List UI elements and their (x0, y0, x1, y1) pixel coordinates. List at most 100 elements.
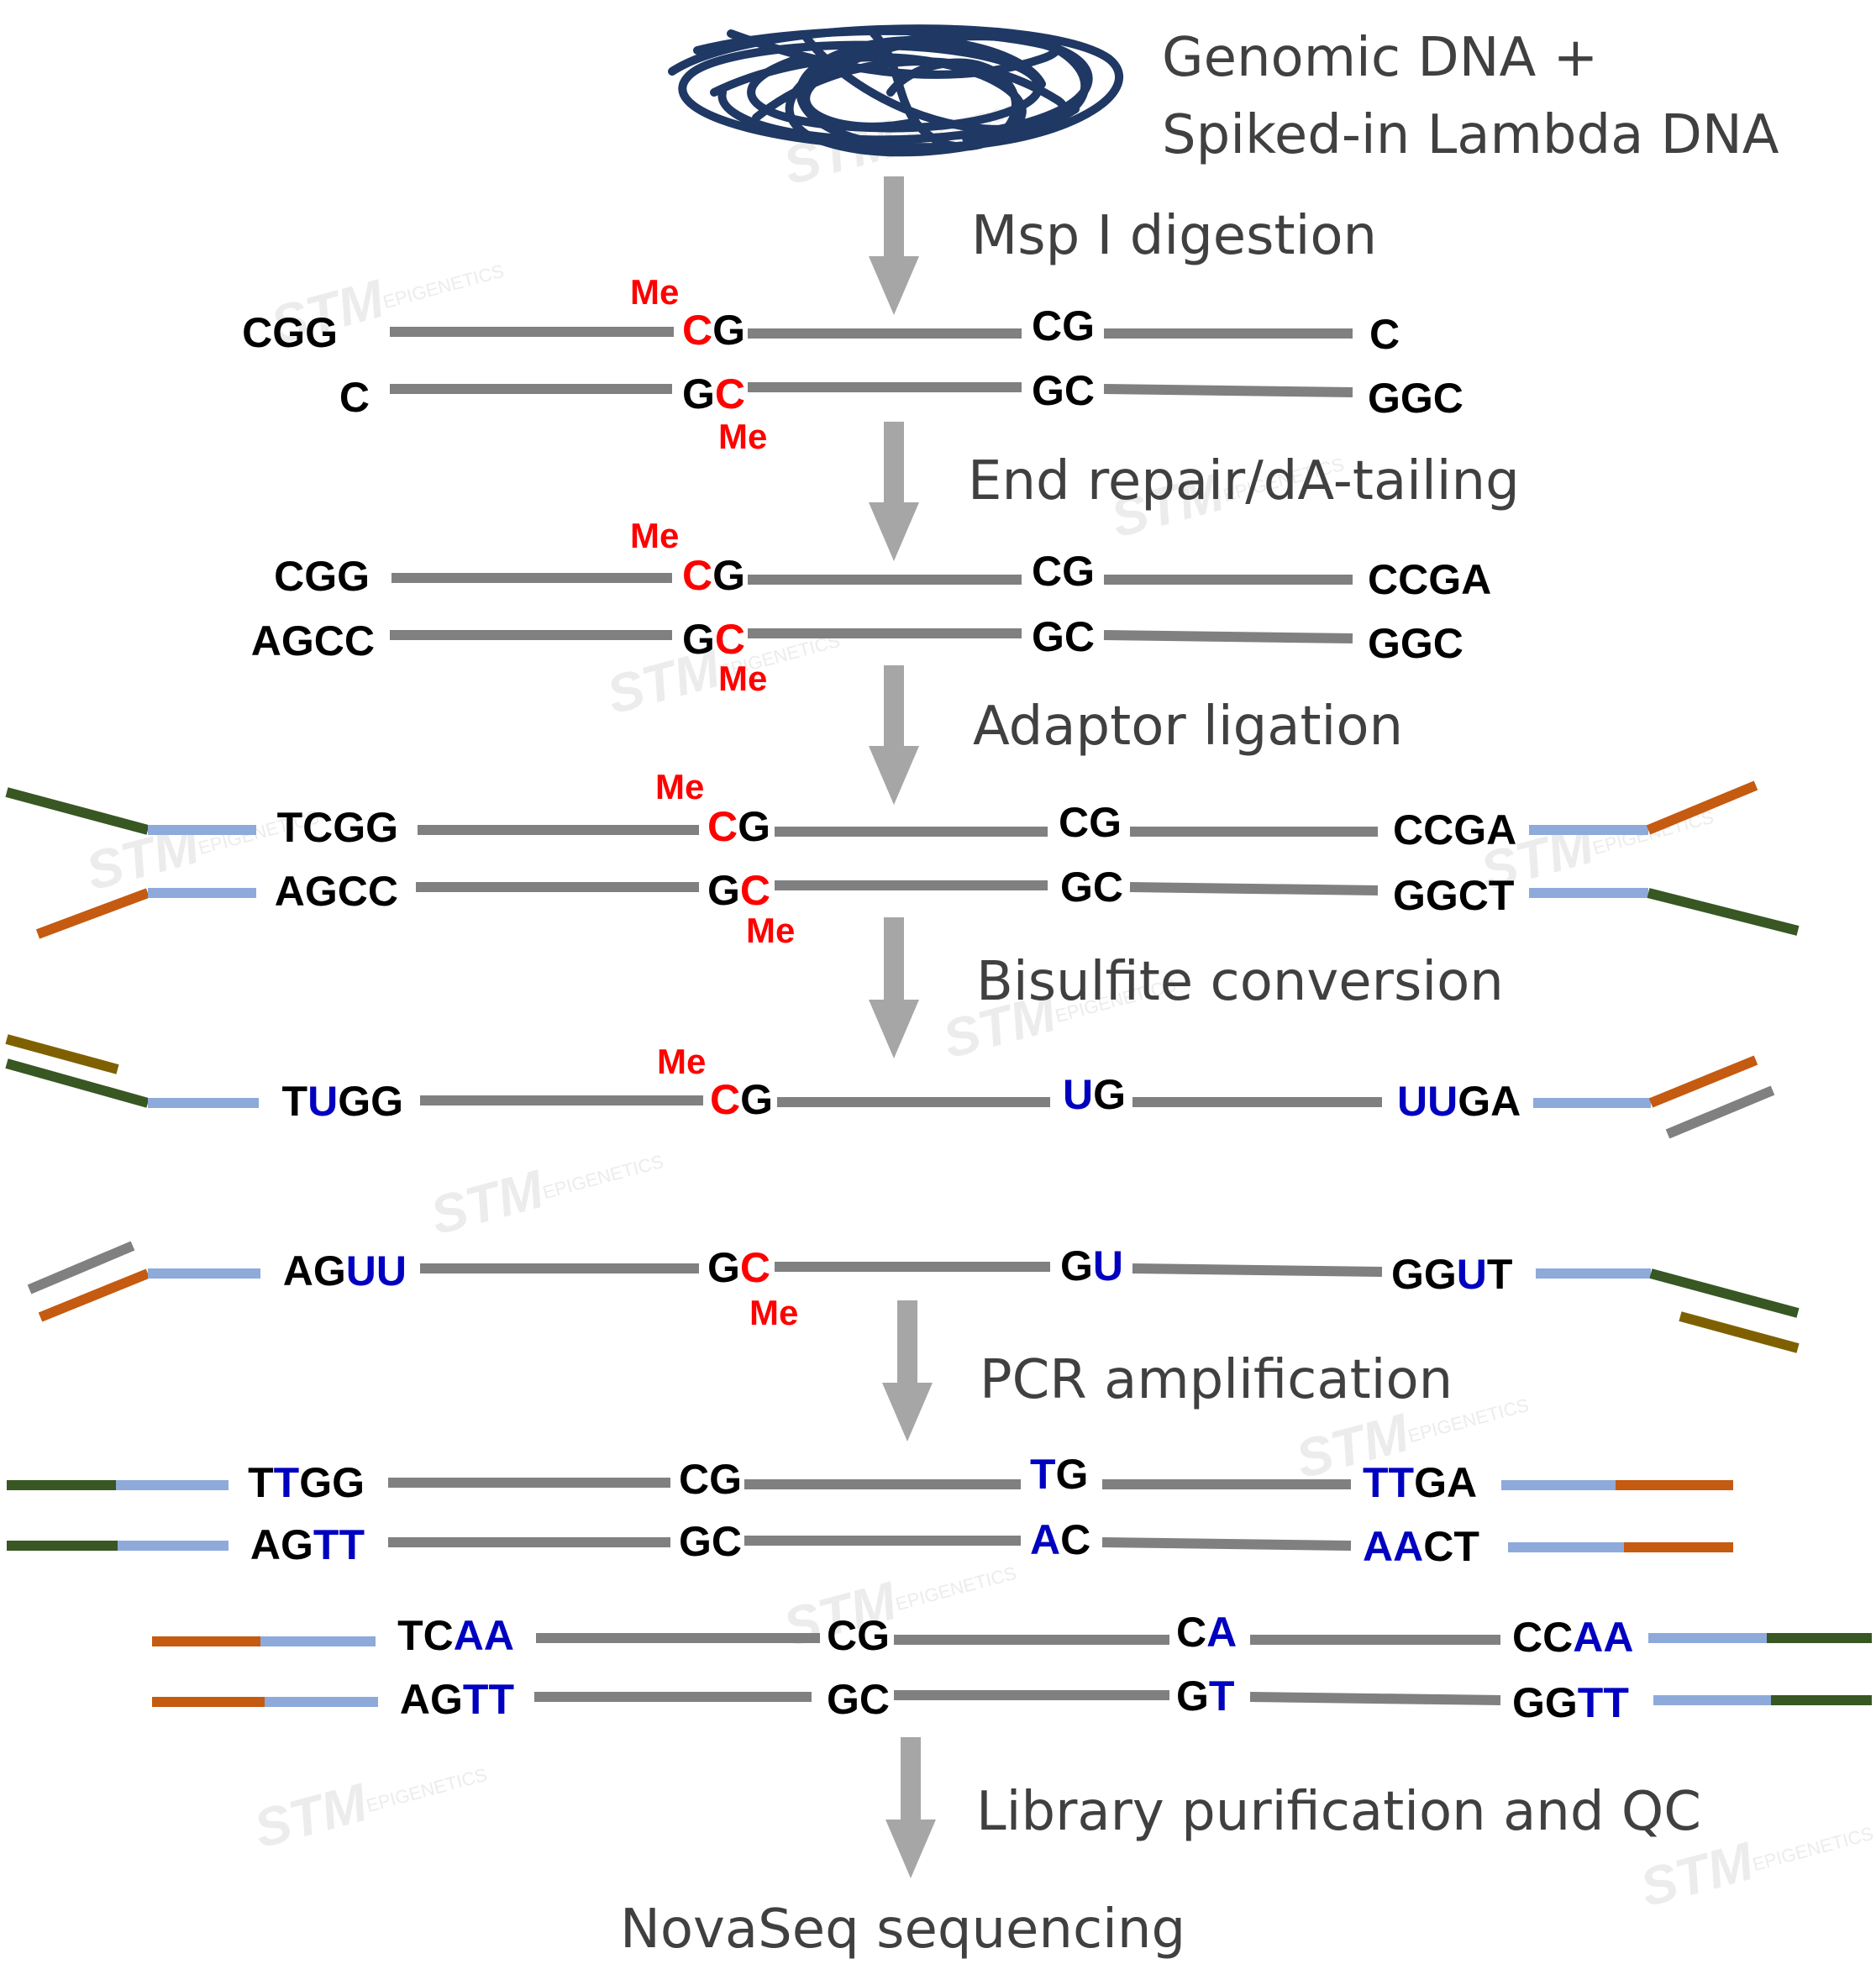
seq-label: GC (682, 616, 745, 663)
seq-base: U (307, 1078, 338, 1125)
seq-base: G (740, 1076, 773, 1123)
seq-base: AG (250, 1521, 313, 1568)
methylation-marks: Me Me Me Me Me Me Me Me (630, 272, 798, 1332)
seq-base: GC (1060, 864, 1123, 911)
dna-strands (388, 327, 1501, 1705)
step-msp-digestion: Msp I digestion (971, 205, 1377, 267)
seq-label: GC (1032, 367, 1095, 414)
seq-base: GA (1458, 1078, 1521, 1125)
seq-label: GC (679, 1518, 742, 1565)
adaptor-orange (1646, 780, 1758, 835)
step-adaptor-ligation: Adaptor ligation (973, 696, 1403, 758)
seq-base: G (1060, 1242, 1093, 1289)
seq-label: CG (1032, 302, 1095, 349)
adaptor-green (1647, 888, 1800, 936)
seq-label: GT (1176, 1673, 1234, 1720)
seq-base: T (248, 1459, 274, 1506)
adaptor-orange (38, 1268, 150, 1322)
seq-base: CGG (274, 553, 370, 600)
seq-label: GC (707, 1244, 770, 1291)
seq-base: GG (1391, 1251, 1457, 1298)
arrow-down-icon (882, 1300, 933, 1441)
watermark-brand: STM (248, 1772, 375, 1860)
methyl-mark: Me (749, 1293, 798, 1332)
seq-base: U (1063, 1071, 1093, 1118)
seq-base: CGG (242, 309, 338, 356)
watermark-sub: EPIGENETICS (364, 1764, 489, 1816)
watermark-brand: STM (1634, 1830, 1761, 1919)
seq-base: GG (1512, 1679, 1578, 1726)
seq-label: GGC (1368, 375, 1463, 422)
seq-base: G (682, 370, 715, 417)
seq-base: CG (1032, 548, 1095, 595)
seq-base: GC (679, 1518, 742, 1565)
strand-segment (1132, 1263, 1383, 1277)
watermark-sub: EPIGENETICS (1750, 1823, 1875, 1875)
adaptor-green (1649, 1268, 1800, 1318)
seq-base: C (707, 803, 738, 850)
seq-base: TT (1578, 1679, 1629, 1726)
seq-label: CGG (242, 309, 338, 356)
strand-segment (1101, 1537, 1352, 1551)
seq-label: C (1369, 311, 1400, 358)
seq-base: GGC (1368, 375, 1463, 422)
seq-label: TCAA (397, 1612, 514, 1659)
seq-label: AGCC (251, 617, 375, 664)
seq-label: CGG (274, 553, 370, 600)
seq-label: TTGA (1363, 1459, 1477, 1506)
seq-base: AG (400, 1676, 463, 1723)
arrow-down-icon (869, 176, 919, 315)
seq-label: C (339, 374, 370, 421)
seq-base: TT (463, 1676, 514, 1723)
seq-base: AGCC (251, 617, 375, 664)
seq-label: CG (682, 552, 745, 599)
seq-base: T (1209, 1673, 1235, 1720)
seq-label: AGTT (400, 1676, 514, 1723)
seq-base: G (682, 616, 715, 663)
seq-label: AGUU (283, 1247, 407, 1294)
seq-base: C (1176, 1609, 1206, 1656)
seq-label: GC (1060, 864, 1123, 911)
seq-base: GGCT (1393, 872, 1514, 919)
seq-label: GGUT (1391, 1251, 1512, 1298)
sequence-labels: CGG CG CG C C GC GC GGC CGG CG CG CCGA A… (242, 302, 1633, 1726)
seq-label: GC (682, 370, 745, 417)
seq-base: GC (1032, 367, 1095, 414)
seq-base: A (1206, 1609, 1237, 1656)
strand-segment (1103, 630, 1353, 643)
seq-label: CCGA (1393, 806, 1516, 853)
seq-label: GGTT (1512, 1679, 1629, 1726)
seq-label: GGC (1368, 620, 1463, 667)
step-end-repair: End repair/dA-tailing (968, 450, 1520, 512)
seq-label: AGCC (275, 868, 398, 915)
seq-base: U (1457, 1251, 1487, 1298)
seq-base: TC (397, 1612, 454, 1659)
adaptor-gray (27, 1241, 135, 1294)
seq-base: G (1093, 1071, 1126, 1118)
seq-base: GC (1032, 613, 1095, 660)
arrow-down-icon (869, 665, 919, 805)
seq-base: AG (283, 1247, 346, 1294)
adaptor-orange (1648, 1055, 1758, 1108)
seq-label: CG (679, 1456, 742, 1503)
adaptors (5, 780, 1872, 1707)
adaptor-orange (35, 888, 150, 939)
seq-label: AC (1030, 1516, 1090, 1563)
seq-label: TTGG (248, 1459, 365, 1506)
adaptor-green (5, 1058, 150, 1108)
strand-segment (1249, 1692, 1501, 1705)
seq-label: GC (1032, 613, 1095, 660)
seq-base: C (682, 307, 712, 354)
seq-base: UU (1397, 1078, 1458, 1125)
seq-base: G (707, 1244, 740, 1291)
seq-base: C (339, 374, 370, 421)
input-label-line2: Spiked-in Lambda DNA (1162, 104, 1779, 166)
genomic-dna-tangle-icon (668, 24, 1123, 157)
arrow-down-icon (885, 1737, 936, 1878)
watermark-brand: STM (424, 1158, 551, 1247)
seq-base: T (1030, 1451, 1056, 1498)
seq-base: GG (338, 1078, 403, 1125)
seq-label: CA (1176, 1609, 1237, 1656)
seq-label: UUGA (1397, 1078, 1521, 1125)
seq-label: CCAA (1512, 1614, 1633, 1661)
